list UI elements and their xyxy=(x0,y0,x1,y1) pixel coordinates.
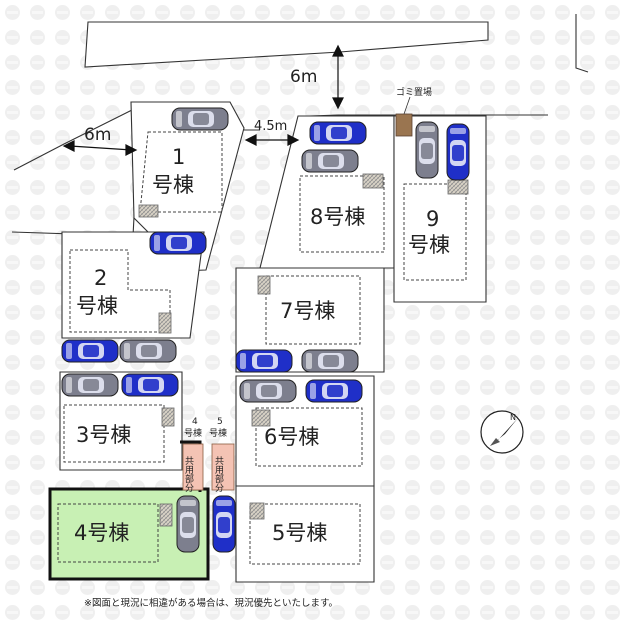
compass: N xyxy=(480,410,524,454)
road-width-north-left: 6m xyxy=(84,125,111,145)
dimension-lines xyxy=(62,44,344,156)
compass-label: N xyxy=(510,413,516,422)
shared-5-top: 5 xyxy=(217,417,223,427)
garbage-leader xyxy=(403,96,411,115)
shared-4-bottom: 共用部分 xyxy=(183,456,194,493)
lot-9-number: 9 xyxy=(426,207,439,231)
lot-2-suffix: 号棟 xyxy=(76,294,118,318)
disclaimer-note: ※図面と現況に相違がある場合は、現況優先といたします。 xyxy=(84,597,338,609)
lot-7-label: 7号棟 xyxy=(280,299,335,323)
compass-ring xyxy=(480,410,524,454)
compass-needle-tail-icon xyxy=(490,438,500,446)
shared-5-bottom: 共用部分 xyxy=(213,456,224,493)
garbage-area xyxy=(395,113,413,137)
shared-area-4 xyxy=(182,443,204,491)
lot-4-label: 4号棟 xyxy=(74,521,129,545)
road-width-internal: 4.5m xyxy=(254,119,287,134)
utility-boxes xyxy=(138,173,469,527)
lot-6-label: 6号棟 xyxy=(264,425,319,449)
garbage-area-label: ゴミ置場 xyxy=(396,86,432,98)
building-footprints xyxy=(57,131,467,565)
road-width-north-upper: 6m xyxy=(290,67,317,87)
shared-area-labels: 4 号棟 共用部分 5 号棟 共用部分 xyxy=(183,417,227,493)
shared-5-side: 号棟 xyxy=(209,427,227,439)
shared-area-5 xyxy=(211,443,235,491)
lot-3-label: 3号棟 xyxy=(76,423,131,447)
lot-2-number: 2 xyxy=(94,266,107,290)
shared-4-top: 4 xyxy=(192,417,198,427)
lot-9-suffix: 号棟 xyxy=(408,233,450,257)
lot-labels: 1 号棟 2 号棟 3号棟 4号棟 5号棟 6号棟 7号棟 8号棟 9 号棟 xyxy=(74,145,450,545)
lot-1-suffix: 号棟 xyxy=(152,173,194,197)
lot-8-label: 8号棟 xyxy=(310,205,365,229)
lot-1-number: 1 xyxy=(172,145,185,169)
lot-5-label: 5号棟 xyxy=(272,521,327,545)
shared-4-side: 号棟 xyxy=(184,427,202,439)
lot-outlines xyxy=(59,101,487,583)
